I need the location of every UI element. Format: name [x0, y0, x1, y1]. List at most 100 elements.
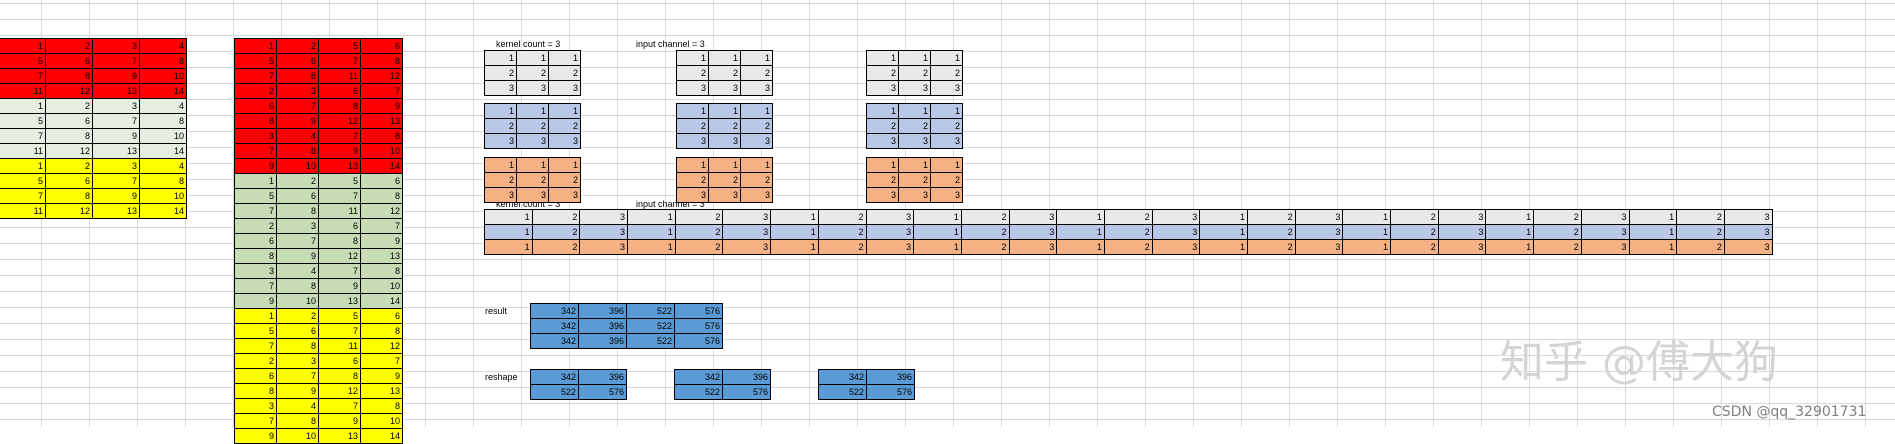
table-cell[interactable]: 7: [276, 98, 319, 114]
table-cell[interactable]: 1: [1056, 239, 1105, 255]
table-cell[interactable]: 1: [898, 157, 931, 173]
table-cell[interactable]: 6: [360, 173, 403, 189]
table-cell[interactable]: 3: [1294, 224, 1344, 240]
table-cell[interactable]: 3: [1580, 209, 1630, 225]
table-cell[interactable]: 3: [740, 187, 773, 203]
table-cell[interactable]: 4: [276, 263, 319, 279]
table-cell[interactable]: 2: [674, 239, 724, 255]
table-cell[interactable]: 1: [708, 157, 741, 173]
table-cell[interactable]: 8: [139, 173, 187, 189]
table-cell[interactable]: 12: [318, 248, 361, 264]
table-cell[interactable]: 2: [531, 209, 581, 225]
table-cell[interactable]: 7: [318, 188, 361, 204]
table-cell[interactable]: 10: [360, 278, 403, 294]
table-cell[interactable]: 8: [318, 368, 361, 384]
table-cell[interactable]: 13: [360, 113, 403, 129]
table-cell[interactable]: 2: [45, 158, 93, 174]
table-cell[interactable]: 576: [674, 318, 723, 334]
table-cell[interactable]: 3: [1723, 224, 1773, 240]
table-cell[interactable]: 2: [817, 224, 867, 240]
table-cell[interactable]: 3: [276, 353, 319, 369]
table-cell[interactable]: 3: [676, 187, 709, 203]
table-cell[interactable]: 8: [360, 263, 403, 279]
table-cell[interactable]: 7: [234, 68, 277, 84]
table-cell[interactable]: 2: [898, 118, 931, 134]
table-cell[interactable]: 13: [318, 158, 361, 174]
table-cell[interactable]: 1: [548, 157, 581, 173]
table-cell[interactable]: 1: [708, 50, 741, 66]
table-cell[interactable]: 7: [234, 143, 277, 159]
table-cell[interactable]: 3: [548, 133, 581, 149]
table-cell[interactable]: 2: [1676, 239, 1725, 255]
table-cell[interactable]: 1: [1485, 209, 1535, 225]
table-cell[interactable]: 10: [139, 128, 187, 144]
table-cell[interactable]: 14: [360, 428, 403, 444]
table-cell[interactable]: 2: [866, 65, 899, 81]
table-cell[interactable]: 11: [0, 203, 46, 219]
table-cell[interactable]: 2: [1390, 209, 1439, 225]
table-cell[interactable]: 6: [318, 353, 361, 369]
table-cell[interactable]: 2: [1676, 209, 1725, 225]
table-cell[interactable]: 3: [548, 80, 581, 96]
table-cell[interactable]: 12: [360, 338, 403, 354]
table-cell[interactable]: 3: [1151, 239, 1201, 255]
table-cell[interactable]: 3: [1437, 224, 1487, 240]
table-cell[interactable]: 3: [866, 80, 899, 96]
table-cell[interactable]: 7: [276, 368, 319, 384]
table-cell[interactable]: 1: [1628, 224, 1678, 240]
table-cell[interactable]: 9: [318, 143, 361, 159]
table-cell[interactable]: 2: [276, 173, 319, 189]
table-cell[interactable]: 1: [1342, 209, 1392, 225]
table-cell[interactable]: 2: [484, 65, 517, 81]
table-cell[interactable]: 5: [234, 188, 277, 204]
table-cell[interactable]: 14: [139, 143, 187, 159]
table-cell[interactable]: 342: [530, 318, 579, 334]
table-cell[interactable]: 9: [360, 233, 403, 249]
table-cell[interactable]: 7: [234, 413, 277, 429]
table-cell[interactable]: 576: [866, 384, 915, 400]
table-cell[interactable]: 2: [898, 65, 931, 81]
table-cell[interactable]: 576: [578, 384, 627, 400]
table-cell[interactable]: 3: [579, 224, 629, 240]
table-cell[interactable]: 1: [770, 224, 819, 240]
table-cell[interactable]: 4: [139, 158, 187, 174]
table-cell[interactable]: 3: [708, 187, 741, 203]
table-cell[interactable]: 2: [1103, 239, 1153, 255]
table-cell[interactable]: 6: [234, 233, 277, 249]
table-cell[interactable]: 2: [866, 172, 899, 188]
table-cell[interactable]: 2: [1103, 224, 1153, 240]
table-cell[interactable]: 8: [318, 98, 361, 114]
table-cell[interactable]: 1: [913, 239, 962, 255]
table-cell[interactable]: 1: [676, 157, 709, 173]
table-cell[interactable]: 5: [318, 308, 361, 324]
table-cell[interactable]: 9: [360, 368, 403, 384]
table-cell[interactable]: 3: [92, 158, 140, 174]
table-cell[interactable]: 11: [0, 83, 46, 99]
table-cell[interactable]: 3: [676, 133, 709, 149]
table-cell[interactable]: 2: [708, 65, 741, 81]
table-cell[interactable]: 2: [676, 65, 709, 81]
table-cell[interactable]: 3: [484, 187, 517, 203]
table-cell[interactable]: 7: [92, 173, 140, 189]
table-cell[interactable]: 13: [92, 83, 140, 99]
table-cell[interactable]: 13: [318, 293, 361, 309]
table-cell[interactable]: 1: [740, 50, 773, 66]
table-cell[interactable]: 3: [898, 80, 931, 96]
table-cell[interactable]: 1: [913, 224, 962, 240]
table-cell[interactable]: 3: [708, 133, 741, 149]
table-cell[interactable]: 2: [234, 218, 277, 234]
table-cell[interactable]: 1: [1342, 224, 1392, 240]
table-cell[interactable]: 3: [484, 133, 517, 149]
table-cell[interactable]: 3: [234, 398, 277, 414]
table-cell[interactable]: 2: [708, 118, 741, 134]
table-cell[interactable]: 2: [234, 83, 277, 99]
table-cell[interactable]: 3: [234, 263, 277, 279]
table-cell[interactable]: 1: [484, 239, 533, 255]
table-cell[interactable]: 2: [45, 38, 93, 54]
table-cell[interactable]: 14: [139, 203, 187, 219]
table-cell[interactable]: 6: [360, 38, 403, 54]
table-cell[interactable]: 6: [45, 113, 93, 129]
table-cell[interactable]: 7: [234, 338, 277, 354]
table-cell[interactable]: 1: [898, 50, 931, 66]
table-cell[interactable]: 2: [898, 172, 931, 188]
